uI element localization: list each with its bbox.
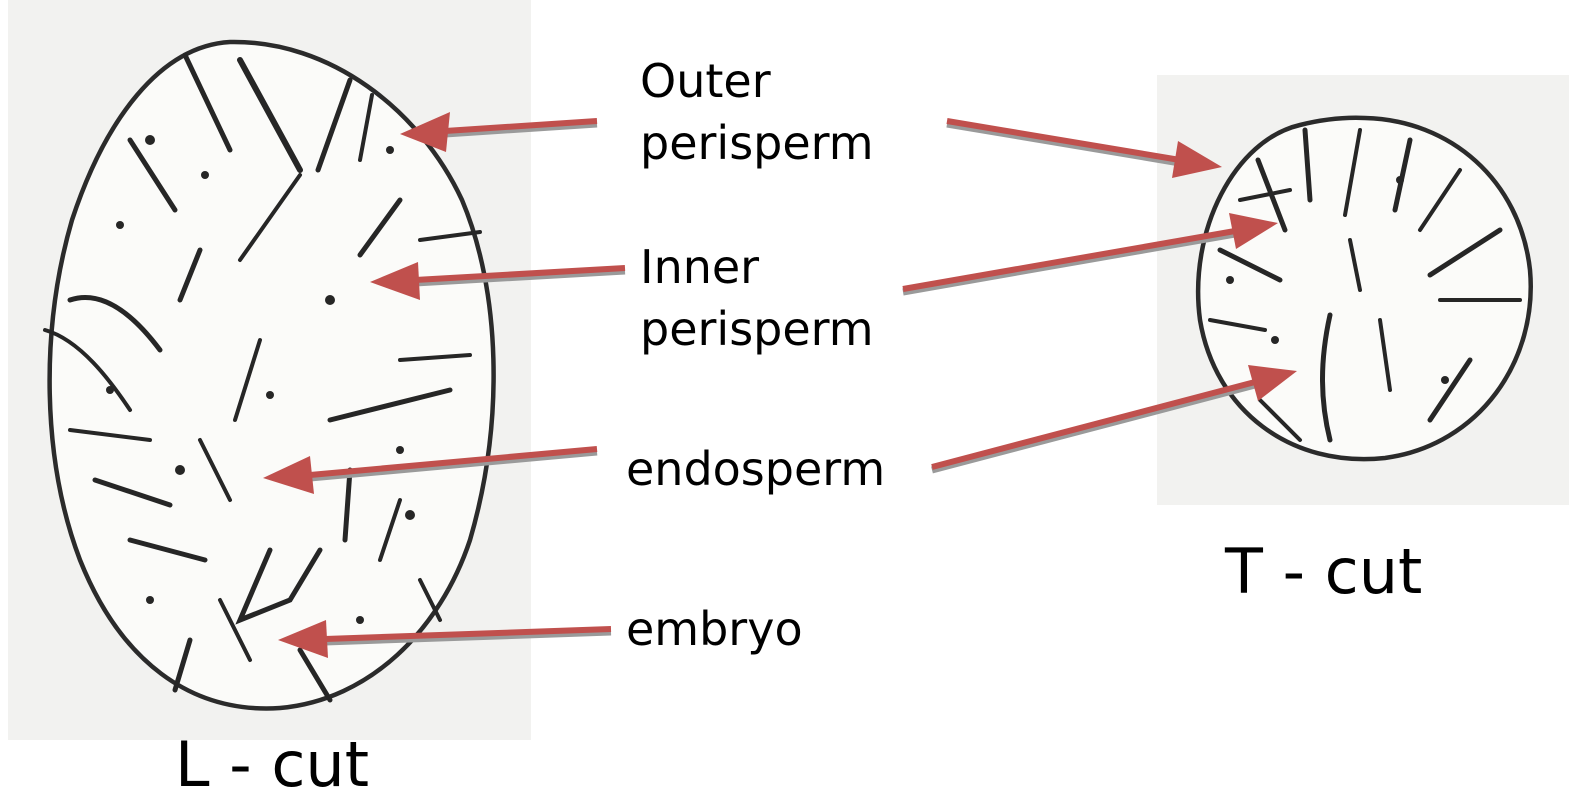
label-outer-perisperm: Outer perisperm xyxy=(640,50,874,174)
caption-t-cut: T - cut xyxy=(1225,535,1422,608)
label-inner-perisperm-line-2: perisperm xyxy=(640,298,874,360)
t-cut-seed-outline xyxy=(1198,118,1531,459)
label-outer-perisperm-line-1: Outer xyxy=(640,50,874,112)
label-endosperm: endosperm xyxy=(626,438,885,500)
label-inner-perisperm: Inner perisperm xyxy=(640,236,874,360)
caption-l-cut: L - cut xyxy=(175,728,369,801)
label-outer-perisperm-line-2: perisperm xyxy=(640,112,874,174)
label-endosperm-text: endosperm xyxy=(626,438,885,500)
l-cut-drawing xyxy=(8,0,531,740)
label-embryo-text: embryo xyxy=(626,598,803,660)
label-inner-perisperm-line-1: Inner xyxy=(640,236,874,298)
t-cut-drawing xyxy=(1157,75,1569,505)
label-embryo: embryo xyxy=(626,598,803,660)
